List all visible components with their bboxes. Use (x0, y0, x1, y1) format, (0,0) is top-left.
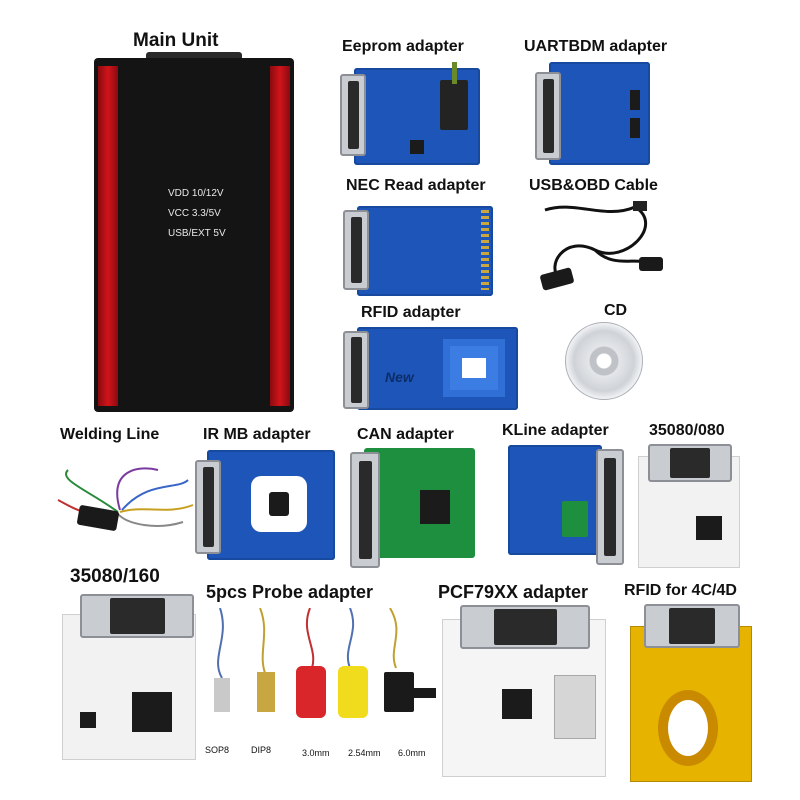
usb-obd-cable (540, 201, 663, 291)
main-unit-spec-1: VDD 10/12V (168, 188, 224, 199)
main-unit-top-cap (146, 52, 242, 62)
adapter-35080-080 (638, 444, 740, 568)
rfid-4c4d-adapter (630, 604, 752, 782)
kline-db25-connector (596, 449, 624, 565)
pcf79xx-ic-chip (502, 689, 532, 719)
uartbdm-header-1 (630, 90, 640, 110)
label-probe-adapter: 5pcs Probe adapter (206, 582, 374, 602)
probe-size-254mm: 2.54mm (348, 748, 381, 758)
probe-size-sop8: SOP8 (205, 745, 230, 755)
probe-size-6mm: 6.0mm (398, 748, 426, 758)
pcf79xx-adapter (442, 605, 606, 777)
label-welding-line: Welding Line (60, 426, 160, 443)
rfid-adapter: New (343, 325, 518, 410)
rfid-coil-window (462, 358, 486, 378)
eeprom-adapter (340, 60, 480, 165)
uartbdm-header-2 (630, 118, 640, 138)
eeprom-chip (410, 140, 424, 154)
ir-mb-sensor (269, 492, 289, 516)
cd-disc (565, 322, 643, 400)
label-main-unit: Main Unit (133, 30, 219, 51)
rfid-coil-area (443, 339, 505, 397)
label-usb-obd-cable: USB&OBD Cable (529, 177, 658, 194)
rfid-4c4d-coil (658, 690, 718, 766)
label-rfid-adapter: RFID adapter (361, 304, 461, 321)
label-kline-adapter: KLine adapter (502, 422, 609, 439)
ir-mb-sensor-plate (251, 476, 307, 532)
main-unit-body (94, 58, 294, 412)
ir-mb-db25-connector (195, 460, 221, 554)
adapter-35080-080-db25 (648, 444, 732, 482)
pcf79xx-db25 (460, 605, 590, 649)
label-rfid-4c4d: RFID for 4C/4D (624, 582, 737, 599)
main-unit-left-stripe (98, 66, 118, 406)
uartbdm-pcb (549, 62, 650, 165)
nec-pcb (357, 206, 493, 296)
main-unit-spec-3: USB/EXT 5V (168, 228, 226, 239)
main-unit-spec-2: VCC 3.3/5V (168, 208, 221, 219)
label-cd: CD (604, 302, 628, 319)
nec-pin-header (481, 210, 489, 290)
adapter-35080-160-socket (132, 692, 172, 732)
kline-pcb (508, 445, 602, 555)
label-can-adapter: CAN adapter (357, 426, 454, 443)
label-35080-080: 35080/080 (649, 422, 725, 439)
rfid-db25-connector (343, 331, 369, 409)
eeprom-zif-socket (440, 80, 468, 130)
pcf79xx-card-slot (554, 675, 596, 739)
rfid-4c4d-db25 (644, 604, 740, 648)
adapter-35080-080-socket (696, 516, 722, 540)
can-pcb (364, 448, 475, 558)
kline-module (562, 501, 588, 537)
rfid-new-badge: New (385, 369, 414, 385)
kline-adapter (508, 445, 624, 565)
uartbdm-adapter (535, 62, 650, 165)
label-uartbdm-adapter: UARTBDM adapter (524, 38, 668, 55)
eeprom-db25-connector (340, 74, 366, 156)
can-adapter (350, 448, 475, 568)
probe-size-dip8: DIP8 (251, 745, 272, 755)
adapter-35080-160-chip (80, 712, 96, 728)
welding-line (57, 467, 194, 531)
probe-size-3mm: 3.0mm (302, 748, 330, 758)
ir-mb-adapter (195, 450, 335, 560)
main-unit-device: VDD 10/12V VCC 3.3/5V USB/EXT 5V (94, 52, 294, 412)
can-db25-connector (350, 452, 380, 568)
main-unit-right-stripe (270, 66, 290, 406)
adapter-35080-160-db25 (80, 594, 194, 638)
label-nec-read-adapter: NEC Read adapter (346, 177, 486, 194)
label-ir-mb-adapter: IR MB adapter (203, 426, 311, 443)
probe-adapter-set (214, 608, 436, 718)
label-eeprom-adapter: Eeprom adapter (342, 38, 464, 55)
adapter-35080-160 (62, 594, 196, 760)
label-pcf79xx-adapter: PCF79XX adapter (438, 582, 589, 602)
uartbdm-db25-connector (535, 72, 561, 160)
eeprom-zif-lever (452, 62, 457, 84)
nec-read-adapter (343, 200, 493, 296)
can-ic-chip (420, 490, 450, 524)
nec-db25-connector (343, 210, 369, 290)
label-35080-160: 35080/160 (70, 566, 160, 587)
